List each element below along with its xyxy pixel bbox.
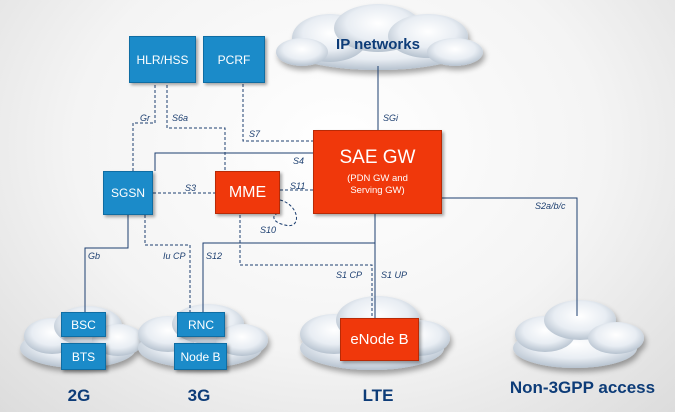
sae-gw-subtitle-1: (PDN GW and: [347, 173, 408, 184]
link-s4: [154, 152, 313, 171]
mme-node: MME: [215, 171, 280, 214]
iface-s7: S7: [249, 129, 261, 139]
link-s10: [273, 199, 297, 227]
label-non-3gpp-access: Non-3GPP access: [509, 378, 656, 397]
iface-s2abc: S2a/b/c: [535, 201, 566, 211]
iface-s1-cp: S1 CP: [336, 270, 362, 280]
iface-iu-cp: Iu CP: [163, 251, 186, 261]
link-s12: [202, 242, 375, 312]
sae-gw-title: SAE GW: [339, 147, 416, 169]
sae-gw-subtitle-2: Serving GW): [350, 184, 405, 196]
link-iu-cp: [144, 215, 191, 312]
ip-networks-label: IP networks: [336, 36, 420, 53]
iface-s1-up: S1 UP: [381, 270, 407, 280]
sgsn-node: SGSN: [103, 171, 153, 215]
bsc-node: BSC: [61, 312, 106, 337]
node-b-node: Node B: [174, 343, 227, 370]
bts-node: BTS: [61, 343, 106, 370]
iface-s12: S12: [206, 251, 222, 261]
link-s6a: [166, 70, 226, 171]
cloud-non-3gpp: [513, 300, 644, 368]
iface-s3: S3: [185, 183, 196, 193]
dashed-links: [132, 70, 373, 318]
iface-s4: S4: [293, 156, 304, 166]
iface-gr: Gr: [140, 113, 151, 123]
cloud-ip-networks: [276, 4, 483, 70]
iface-s6a: S6a: [172, 113, 188, 123]
iface-s11: S11: [290, 181, 305, 191]
link-gb: [84, 215, 129, 312]
link-s2abc: [442, 197, 578, 316]
pcrf-node: PCRF: [203, 36, 265, 83]
enode-b-node: eNode B: [340, 318, 419, 361]
iface-s10: S10: [260, 225, 276, 235]
link-s7: [242, 84, 313, 142]
rnc-node: RNC: [177, 312, 225, 337]
label-lte: LTE: [362, 386, 394, 405]
hlr-hss-node: HLR/HSS: [129, 36, 196, 83]
label-2g: 2G: [67, 386, 91, 405]
link-gr: [132, 70, 156, 171]
label-3g: 3G: [187, 386, 211, 405]
sae-gw-node: SAE GW (PDN GW and Serving GW): [313, 130, 442, 214]
solid-links: [84, 66, 578, 318]
link-s1-cp: [239, 215, 373, 318]
iface-sgi: SGi: [383, 113, 399, 123]
iface-gb: Gb: [88, 251, 100, 261]
